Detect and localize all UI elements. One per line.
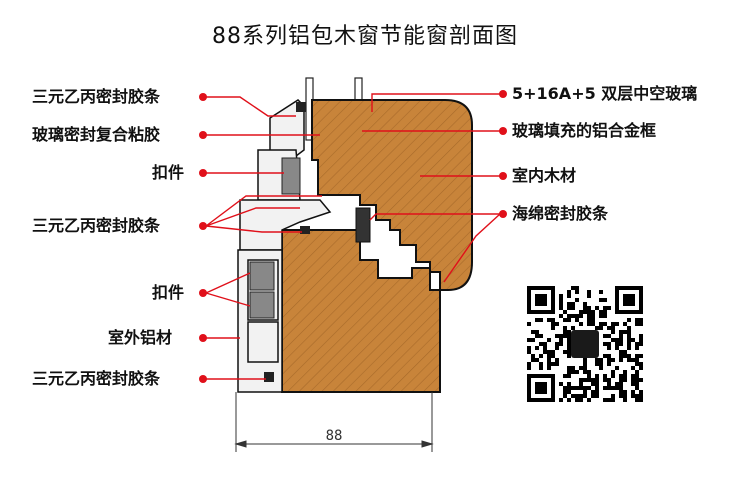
wood-frame bbox=[281, 229, 441, 393]
wood-sash bbox=[311, 99, 473, 291]
label-epdm-seal-bottom: 三元乙丙密封胶条 bbox=[32, 369, 161, 388]
label-aluminum-spacer: 玻璃填充的铝合金框 bbox=[512, 121, 657, 140]
dimension-88 bbox=[234, 392, 434, 452]
dimension-value: 88 bbox=[326, 428, 343, 444]
qr-logo bbox=[571, 330, 599, 358]
label-outdoor-aluminum: 室外铝材 bbox=[108, 328, 173, 347]
label-indoor-wood: 室内木材 bbox=[512, 166, 577, 185]
qr-code bbox=[525, 284, 645, 404]
leader-lines bbox=[205, 93, 501, 380]
label-epdm-seal-top: 三元乙丙密封胶条 bbox=[32, 87, 161, 106]
label-insulated-glass: 5+16A+5 双层中空玻璃 bbox=[512, 84, 698, 103]
label-epdm-seal-middle: 三元乙丙密封胶条 bbox=[32, 216, 161, 235]
leader-dots bbox=[199, 90, 507, 383]
label-clip-bottom: 扣件 bbox=[152, 283, 185, 302]
label-foam-seal: 海绵密封胶条 bbox=[512, 204, 609, 223]
label-clip-top: 扣件 bbox=[152, 163, 185, 182]
label-glass-adhesive: 玻璃密封复合粘胶 bbox=[32, 125, 161, 144]
diagram-title: 88系列铝包木窗节能窗剖面图 bbox=[212, 24, 518, 49]
